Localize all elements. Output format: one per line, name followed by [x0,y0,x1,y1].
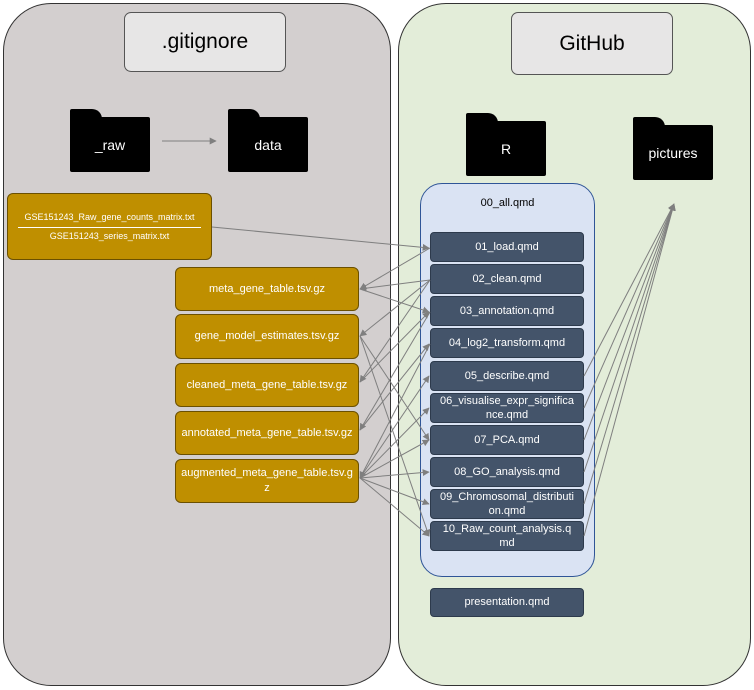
data-file-gene-model: gene_model_estimates.tsv.gz [175,314,359,359]
github-title: GitHub [511,12,673,75]
data-file-cleaned: cleaned_meta_gene_table.tsv.gz [175,363,359,407]
qmd-07-pca: 07_PCA.qmd [430,425,584,455]
data-file-meta: meta_gene_table.tsv.gz [175,267,359,311]
qmd-presentation: presentation.qmd [430,588,584,617]
raw-file-series: GSE151243_series_matrix.txt [49,231,170,241]
raw-file-counts: GSE151243_Raw_gene_counts_matrix.txt [24,211,195,222]
qmd-02-clean: 02_clean.qmd [430,264,584,294]
qmd-01-load: 01_load.qmd [430,232,584,262]
pictures-folder-label: pictures [633,125,713,180]
qmd-04-log2-transform: 04_log2_transform.qmd [430,328,584,358]
qmd-05-describe: 05_describe.qmd [430,361,584,391]
raw-files-box: GSE151243_Raw_gene_counts_matrix.txt GSE… [7,193,212,260]
pictures-folder-icon: pictures [633,117,713,180]
data-file-annotated: annotated_meta_gene_table.tsv.gz [175,411,359,455]
raw-files-divider [18,227,201,228]
data-folder-label: data [228,117,308,172]
qmd-06-visualise: 06_visualise_expr_significance.qmd [430,393,584,423]
r-folder-icon: R [466,113,546,176]
qmd-09-chromosomal: 09_Chromosomal_distribution.qmd [430,489,584,519]
raw-folder-label: _raw [70,117,150,172]
qmd-10-raw-count: 10_Raw_count_analysis.qmd [430,521,584,551]
data-file-augmented: augmented_meta_gene_table.tsv.gz [175,459,359,503]
gitignore-title: .gitignore [124,12,286,72]
raw-folder-icon: _raw [70,109,150,172]
r-folder-label: R [466,121,546,176]
container-label: 00_all.qmd [480,197,535,209]
qmd-08-go-analysis: 08_GO_analysis.qmd [430,457,584,487]
data-folder-icon: data [228,109,308,172]
qmd-03-annotation: 03_annotation.qmd [430,296,584,326]
